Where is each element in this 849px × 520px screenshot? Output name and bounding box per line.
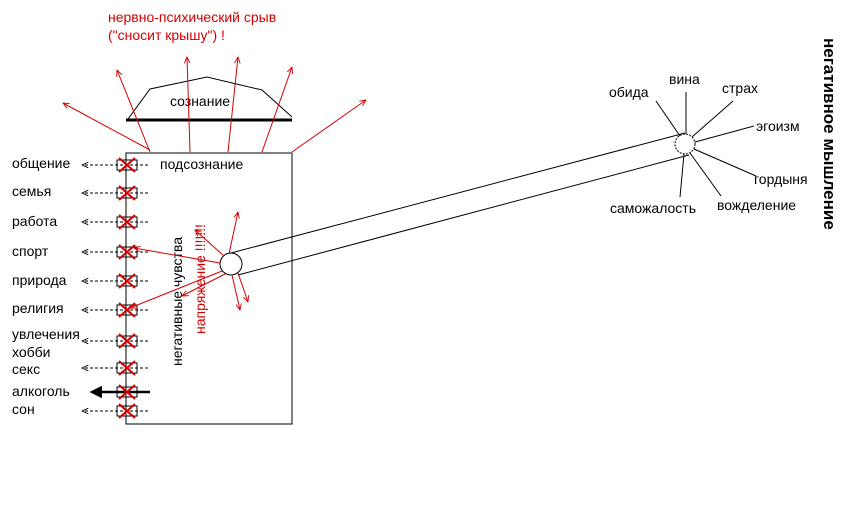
- negative-thought-source: [674, 133, 696, 155]
- life-area-blocked-link: [82, 403, 148, 419]
- life-area-blocked-link: [89, 384, 150, 400]
- life-area-box: [116, 216, 138, 228]
- burst-arrow-left: [134, 248, 221, 264]
- ray-gordynya: [693, 148, 757, 177]
- life-area-blocked-link: [82, 360, 148, 376]
- thought-tube-bottom: [237, 154, 690, 276]
- life-areas-list: общение семья работа спорт природа религия увл…: [12, 155, 150, 419]
- blocked-cross-stroke: [118, 273, 136, 289]
- label-vozhdelenie: вожделение: [717, 197, 796, 213]
- life-area-label: семья: [12, 183, 51, 199]
- label-obida: обида: [609, 84, 649, 100]
- lid-arrow-3: [187, 57, 191, 153]
- life-area-label: спорт: [12, 243, 49, 259]
- lid-arrow-4: [227, 57, 238, 153]
- life-area-label: работа: [12, 213, 57, 229]
- life-area-box: [116, 187, 138, 199]
- life-area-blocked-link: [82, 273, 148, 289]
- ray-vozhdelenie: [689, 152, 722, 197]
- life-area-blocked-link: [82, 157, 148, 173]
- lid-arrow-6: [291, 100, 366, 153]
- blocked-cross-stroke: [118, 214, 136, 230]
- subconscious-box: [125, 152, 293, 425]
- blocked-cross-stroke: [118, 360, 136, 376]
- life-area-blocked-link: [82, 244, 148, 260]
- life-area-label: алкоголь: [12, 383, 70, 399]
- tension-label: напряжение !!!!!!!: [192, 224, 208, 334]
- life-area-label: общение: [12, 155, 71, 171]
- consciousness-lid: [127, 76, 293, 120]
- feelings-burst-circle: [219, 252, 243, 276]
- ray-obida: [655, 100, 681, 137]
- subconscious-label: подсознание: [160, 156, 244, 172]
- life-area-box: [116, 362, 138, 374]
- thought-tube-top: [230, 132, 686, 254]
- label-samozhalost: саможалость: [610, 200, 696, 216]
- blocked-cross-stroke: [118, 384, 136, 400]
- burst-arrow-up: [228, 212, 238, 255]
- life-area-blocked-link: [82, 185, 148, 201]
- thought-source-rays: [655, 92, 757, 198]
- burst-arrow-down-left-2: [182, 273, 226, 296]
- life-area-label: увлечения: [12, 326, 80, 342]
- blocked-cross-stroke: [118, 403, 136, 419]
- ray-egoizm: [694, 125, 755, 143]
- life-area-blocked-link: [82, 214, 148, 230]
- negative-feelings-label: негативные чувства: [169, 237, 185, 366]
- label-gordynya: гордыня: [754, 171, 808, 187]
- ray-samozhalost: [679, 153, 685, 198]
- lid-arrow-1: [63, 103, 151, 151]
- burst-arrow-right-down: [237, 272, 248, 302]
- breakdown-caption-line1: нервно-психический срыв: [108, 9, 276, 25]
- lid-arrow-5: [261, 67, 292, 153]
- consciousness-label: сознание: [170, 93, 230, 109]
- feelings-burst-arrows: [130, 212, 248, 310]
- life-area-label: хобби: [12, 344, 51, 360]
- blocked-cross-stroke: [118, 185, 136, 201]
- life-area-blocked-link: [82, 333, 148, 349]
- life-area-box: [116, 335, 138, 347]
- blocked-cross-stroke: [118, 157, 136, 173]
- breakdown-caption-line2: ("сносит крышу") !: [108, 27, 225, 43]
- label-egoizm: эгоизм: [756, 118, 800, 134]
- ray-strakh: [691, 100, 734, 138]
- life-area-box: [116, 386, 138, 398]
- life-area-label: природа: [12, 272, 67, 288]
- life-area-label: религия: [12, 300, 64, 316]
- burst-arrow-up-left: [195, 230, 225, 257]
- burst-arrow-down-left: [130, 270, 223, 308]
- burst-arrow-down: [231, 274, 240, 310]
- life-area-box: [116, 405, 138, 417]
- lid-burst-arrows: [63, 57, 366, 153]
- life-area-box: [116, 159, 138, 171]
- life-area-label: секс: [12, 361, 40, 377]
- label-strakh: страх: [722, 80, 758, 96]
- label-vina: вина: [669, 71, 700, 87]
- blocked-cross-stroke: [118, 244, 136, 260]
- vertical-title: негативное мышление: [820, 38, 839, 230]
- lid-arrow-2: [117, 70, 151, 153]
- life-area-label: сон: [12, 401, 35, 417]
- life-area-box: [116, 275, 138, 287]
- blocked-cross-stroke: [118, 333, 136, 349]
- life-area-box: [116, 304, 138, 316]
